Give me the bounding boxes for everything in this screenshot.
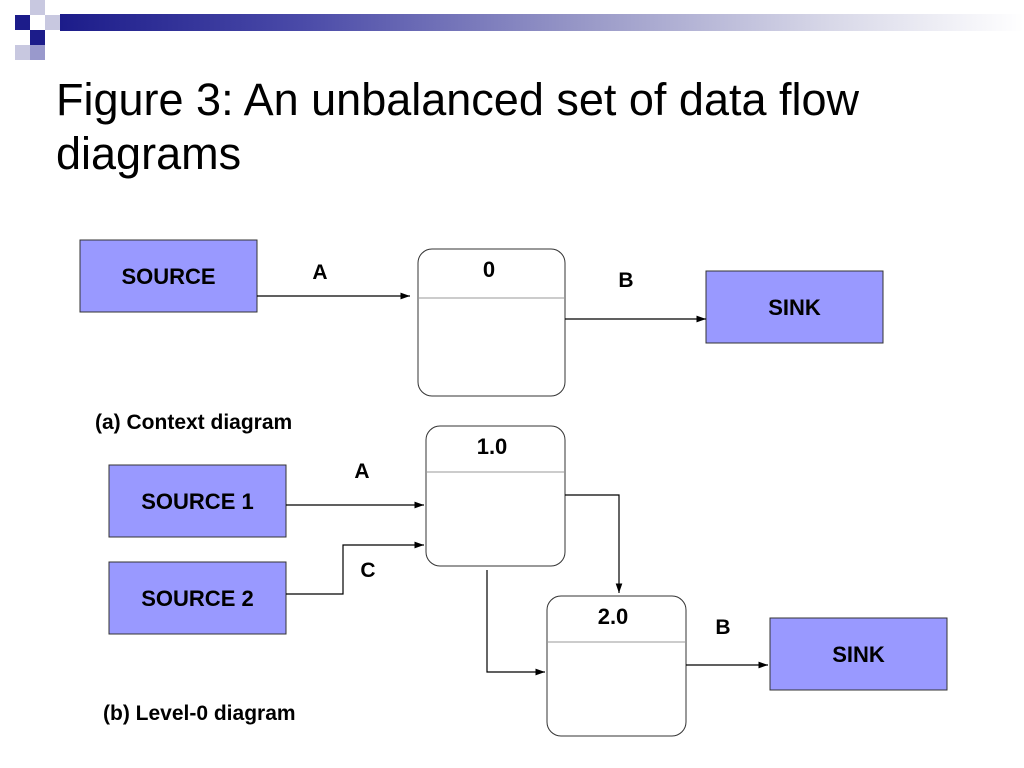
source2-entity — [108, 561, 287, 635]
source-entity — [79, 239, 258, 313]
source1-entity — [108, 464, 287, 538]
flow-b-label: B — [715, 616, 730, 639]
source1-entity-label: SOURCE 1 — [141, 489, 253, 514]
logo-square — [45, 15, 60, 30]
process-2-0 — [546, 595, 687, 737]
source2-entity-label: SOURCE 2 — [141, 586, 253, 611]
flow-1-to-2-right-arrow — [565, 494, 623, 593]
source-entity-label: SOURCE — [121, 264, 215, 289]
slide-logo — [0, 0, 80, 70]
flow-1-to-2-bottom-arrow — [486, 570, 545, 676]
sink-entity-label: SINK — [768, 295, 821, 320]
sink2-entity — [769, 617, 948, 691]
flow-c-arrow — [286, 541, 424, 595]
logo-square — [15, 45, 30, 60]
sink2-entity-label: SINK — [832, 642, 885, 667]
sink-entity — [705, 270, 884, 344]
process-2-0-id: 2.0 — [598, 604, 629, 629]
flow-b-label: B — [618, 269, 633, 292]
level0-diagram: SOURCE 1 SOURCE 2 1.0 2.0 SINK A C B (b)… — [103, 425, 948, 737]
logo-square — [30, 45, 45, 60]
logo-square — [30, 0, 45, 15]
flow-c-label: C — [360, 559, 375, 582]
slide-title: Figure 3: An unbalanced set of data flow… — [56, 74, 860, 179]
process-1-0 — [425, 425, 566, 567]
process-0-id: 0 — [483, 257, 495, 282]
flow-a-label: A — [312, 261, 327, 284]
context-diagram: SOURCE 0 SINK A B (a) Context diagram — [79, 239, 884, 434]
level0-diagram-caption: (b) Level-0 diagram — [103, 702, 296, 725]
process-0 — [417, 248, 566, 397]
process-1-0-id: 1.0 — [477, 434, 508, 459]
header-banner — [60, 14, 1024, 31]
logo-square — [15, 15, 30, 30]
context-diagram-caption: (a) Context diagram — [95, 411, 292, 434]
flow-a-label: A — [354, 460, 369, 483]
logo-square — [30, 30, 45, 45]
